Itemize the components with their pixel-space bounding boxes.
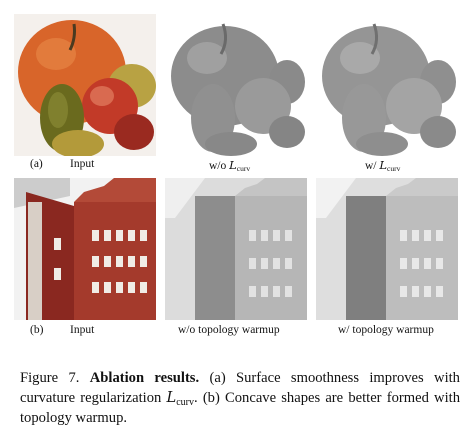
figure-caption: Figure 7. Ablation results. (a) Surface … <box>20 369 460 428</box>
fruit-render-without-curvature <box>165 14 307 156</box>
building-render-with-warmup <box>316 178 458 320</box>
row-a-without-caption: w/o Lcurv <box>209 158 251 173</box>
fruit-input-photo <box>14 14 156 156</box>
loss-subscript: curv <box>387 164 401 173</box>
caption-text-b: . (b) Concave shapes are better formed w… <box>20 390 460 426</box>
loss-letter: L <box>229 158 237 172</box>
loss-subscript: curv <box>236 164 251 173</box>
figure-title: Ablation results. <box>89 370 200 386</box>
figure-number: Figure 7. <box>20 370 80 386</box>
with-prefix: w/ <box>365 160 377 172</box>
row-a-with-caption: w/ Lcurv <box>365 158 401 173</box>
caption-loss-subscript: curv <box>176 397 194 408</box>
row-a-label: (a) <box>30 158 43 170</box>
fruit-render-with-curvature <box>316 14 458 156</box>
row-b-input-caption: Input <box>70 324 95 336</box>
building-render-without-warmup <box>165 178 307 320</box>
caption-text-a: (a) Surface smoothness improves with cur… <box>20 370 460 406</box>
row-a-input-caption: Input <box>70 158 95 170</box>
row-b-with-caption: w/ topology warmup <box>338 324 434 336</box>
building-input-photo <box>14 178 156 320</box>
loss-letter: L <box>379 158 388 172</box>
row-b-without-caption: w/o topology warmup <box>178 324 280 336</box>
row-b-label: (b) <box>30 324 44 336</box>
without-prefix: w/o <box>209 160 227 172</box>
caption-loss-letter: L <box>166 389 177 406</box>
